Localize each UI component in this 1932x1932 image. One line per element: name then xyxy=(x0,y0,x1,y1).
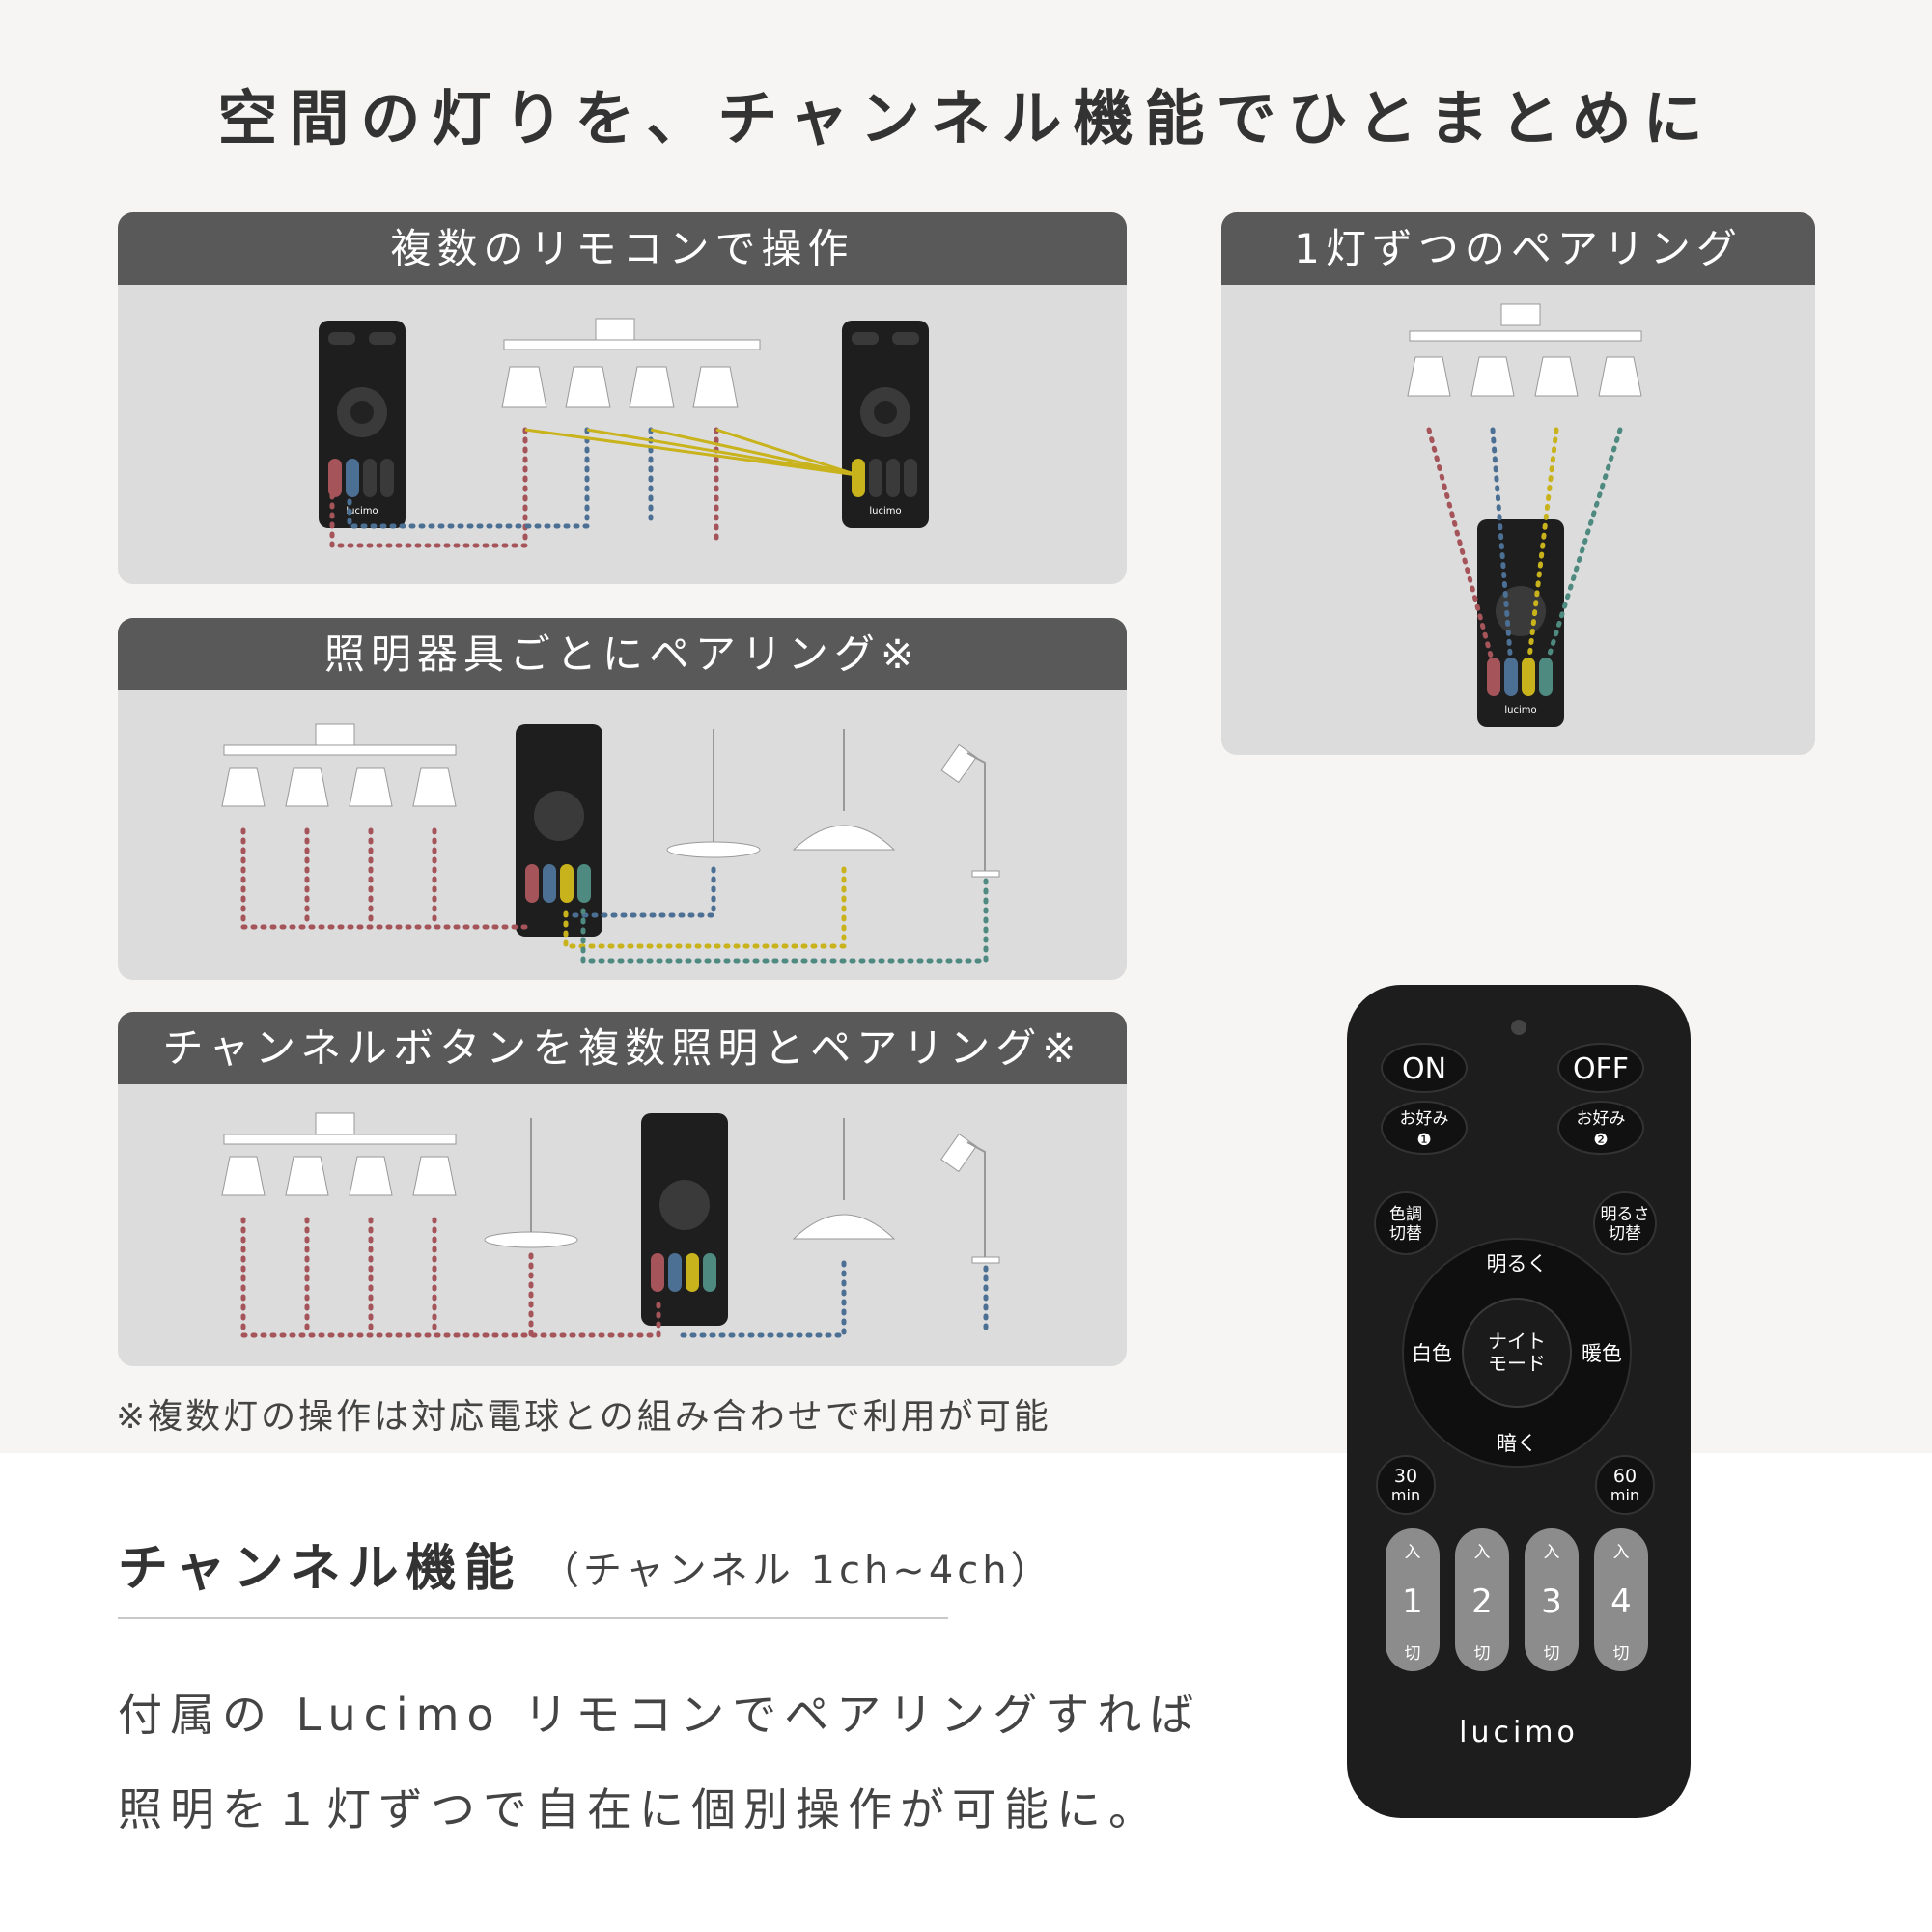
svg-text:min: min xyxy=(1610,1486,1639,1504)
feature-title: チャンネル機能 xyxy=(118,1540,522,1598)
small-remote-left: lucimo xyxy=(319,321,406,528)
ceiling-spot-bar xyxy=(221,1112,457,1196)
svg-text:モード: モード xyxy=(1488,1352,1546,1375)
svg-text:2: 2 xyxy=(1471,1582,1493,1621)
brand-logo: lucimo xyxy=(1459,1716,1579,1750)
pendant-flat xyxy=(484,1118,578,1248)
svg-text:OFF: OFF xyxy=(1573,1052,1629,1086)
ir-sensor xyxy=(1511,1020,1526,1035)
page-title: 空間の灯りを、チャンネル機能でひとまとめに xyxy=(217,83,1715,154)
svg-text:lucimo: lucimo xyxy=(1504,705,1536,715)
svg-text:切替: 切替 xyxy=(1389,1224,1422,1244)
svg-text:lucimo: lucimo xyxy=(346,506,378,517)
pendant-flat xyxy=(666,729,761,858)
floor-lamp xyxy=(940,1133,1000,1264)
svg-text:入: 入 xyxy=(1544,1543,1560,1562)
panel-header-single-pairing: 1灯ずつのペアリング xyxy=(1221,212,1815,285)
svg-text:❶: ❶ xyxy=(1416,1131,1431,1150)
panel-header-per-fixture: 照明器具ごとにペアリング※ xyxy=(118,618,1127,690)
night-mode-button: ナイト モード xyxy=(1462,1298,1572,1408)
favorite-2-button: お好み ❷ xyxy=(1557,1101,1644,1155)
brightness-switch-button: 明るさ 切替 xyxy=(1593,1191,1657,1255)
svg-text:切: 切 xyxy=(1544,1644,1560,1664)
channel-3-button: 入 3 切 xyxy=(1525,1528,1579,1671)
panel-single-pairing: 1灯ずつのペアリング lucimo xyxy=(1221,212,1815,755)
timer-30-button: 30 min xyxy=(1376,1455,1436,1515)
panel-multi-remote: 複数のリモコンで操作 lucimo xyxy=(118,212,1127,584)
svg-text:4: 4 xyxy=(1610,1582,1632,1621)
channel-multi-illustration xyxy=(221,1112,1000,1338)
channel-2-button: 入 2 切 xyxy=(1455,1528,1509,1671)
svg-text:切: 切 xyxy=(1613,1644,1630,1664)
ceiling-spot-bar xyxy=(501,318,761,408)
svg-text:60: 60 xyxy=(1613,1466,1637,1487)
footnote: ※複数灯の操作は対応電球との組み合わせで利用が可能 xyxy=(116,1397,1051,1437)
ceiling-spot-bar xyxy=(1407,303,1642,397)
divider xyxy=(118,1617,948,1619)
small-remote xyxy=(641,1113,728,1326)
svg-text:切: 切 xyxy=(1405,1644,1421,1664)
pendant-dome xyxy=(792,1118,896,1240)
panel-header-multi-remote: 複数のリモコンで操作 xyxy=(118,212,1127,285)
small-remote-right: lucimo xyxy=(842,321,929,528)
per-fixture-illustration xyxy=(221,723,1000,964)
svg-text:1: 1 xyxy=(1402,1582,1423,1621)
panel-per-fixture: 照明器具ごとにペアリング※ xyxy=(118,618,1127,980)
svg-text:切: 切 xyxy=(1474,1644,1491,1664)
remote-control-large: ON OFF お好み ❶ お好み ❷ 色調 切替 明るさ 切替 明るく 暗く 白… xyxy=(1347,985,1691,1818)
feature-description-line-1: 付属の Lucimo リモコンでペアリングすれば xyxy=(118,1689,1202,1741)
single-pairing-illustration: lucimo xyxy=(1407,303,1642,727)
svg-text:明るさ: 明るさ xyxy=(1601,1205,1650,1224)
svg-text:暗く: 暗く xyxy=(1497,1432,1537,1455)
panel-channel-multi: チャンネルボタンを複数照明とペアリング※ xyxy=(118,1012,1127,1366)
svg-text:30: 30 xyxy=(1394,1466,1417,1487)
channel-4-button: 入 4 切 xyxy=(1594,1528,1648,1671)
svg-text:明るく: 明るく xyxy=(1487,1252,1548,1275)
feature-description-line-2: 照明を１灯ずつで自在に個別操作が可能に。 xyxy=(118,1783,1161,1835)
svg-text:min: min xyxy=(1391,1486,1420,1504)
panel-header-channel-multi: チャンネルボタンを複数照明とペアリング※ xyxy=(118,1012,1127,1084)
small-remote-center: lucimo xyxy=(1477,519,1564,727)
timer-60-button: 60 min xyxy=(1595,1455,1655,1515)
svg-text:お好み: お好み xyxy=(1400,1109,1449,1129)
svg-text:切替: 切替 xyxy=(1609,1224,1641,1244)
pendant-dome xyxy=(792,729,896,851)
svg-text:暖色: 暖色 xyxy=(1582,1342,1622,1365)
floor-lamp xyxy=(940,743,1000,878)
svg-text:入: 入 xyxy=(1405,1543,1421,1562)
svg-text:入: 入 xyxy=(1474,1543,1491,1562)
svg-text:お好み: お好み xyxy=(1577,1109,1626,1129)
off-button: OFF xyxy=(1557,1043,1644,1093)
svg-text:ナイト: ナイト xyxy=(1488,1330,1546,1353)
svg-text:❷: ❷ xyxy=(1593,1131,1608,1150)
svg-text:白色: 白色 xyxy=(1412,1342,1452,1365)
channel-1-button: 入 1 切 xyxy=(1386,1528,1440,1671)
svg-text:入: 入 xyxy=(1613,1543,1630,1562)
favorite-1-button: お好み ❶ xyxy=(1381,1101,1468,1155)
svg-text:3: 3 xyxy=(1541,1582,1562,1621)
svg-text:ON: ON xyxy=(1402,1052,1446,1086)
svg-text:色調: 色調 xyxy=(1389,1205,1422,1224)
color-switch-button: 色調 切替 xyxy=(1374,1191,1438,1255)
multi-remote-illustration: lucimo lucimo xyxy=(319,318,929,548)
svg-text:lucimo: lucimo xyxy=(869,506,901,517)
on-button: ON xyxy=(1381,1043,1468,1093)
ceiling-spot-bar xyxy=(221,723,457,807)
small-remote xyxy=(516,724,602,937)
feature-subtitle: （チャンネル 1ch~4ch） xyxy=(541,1549,1053,1593)
